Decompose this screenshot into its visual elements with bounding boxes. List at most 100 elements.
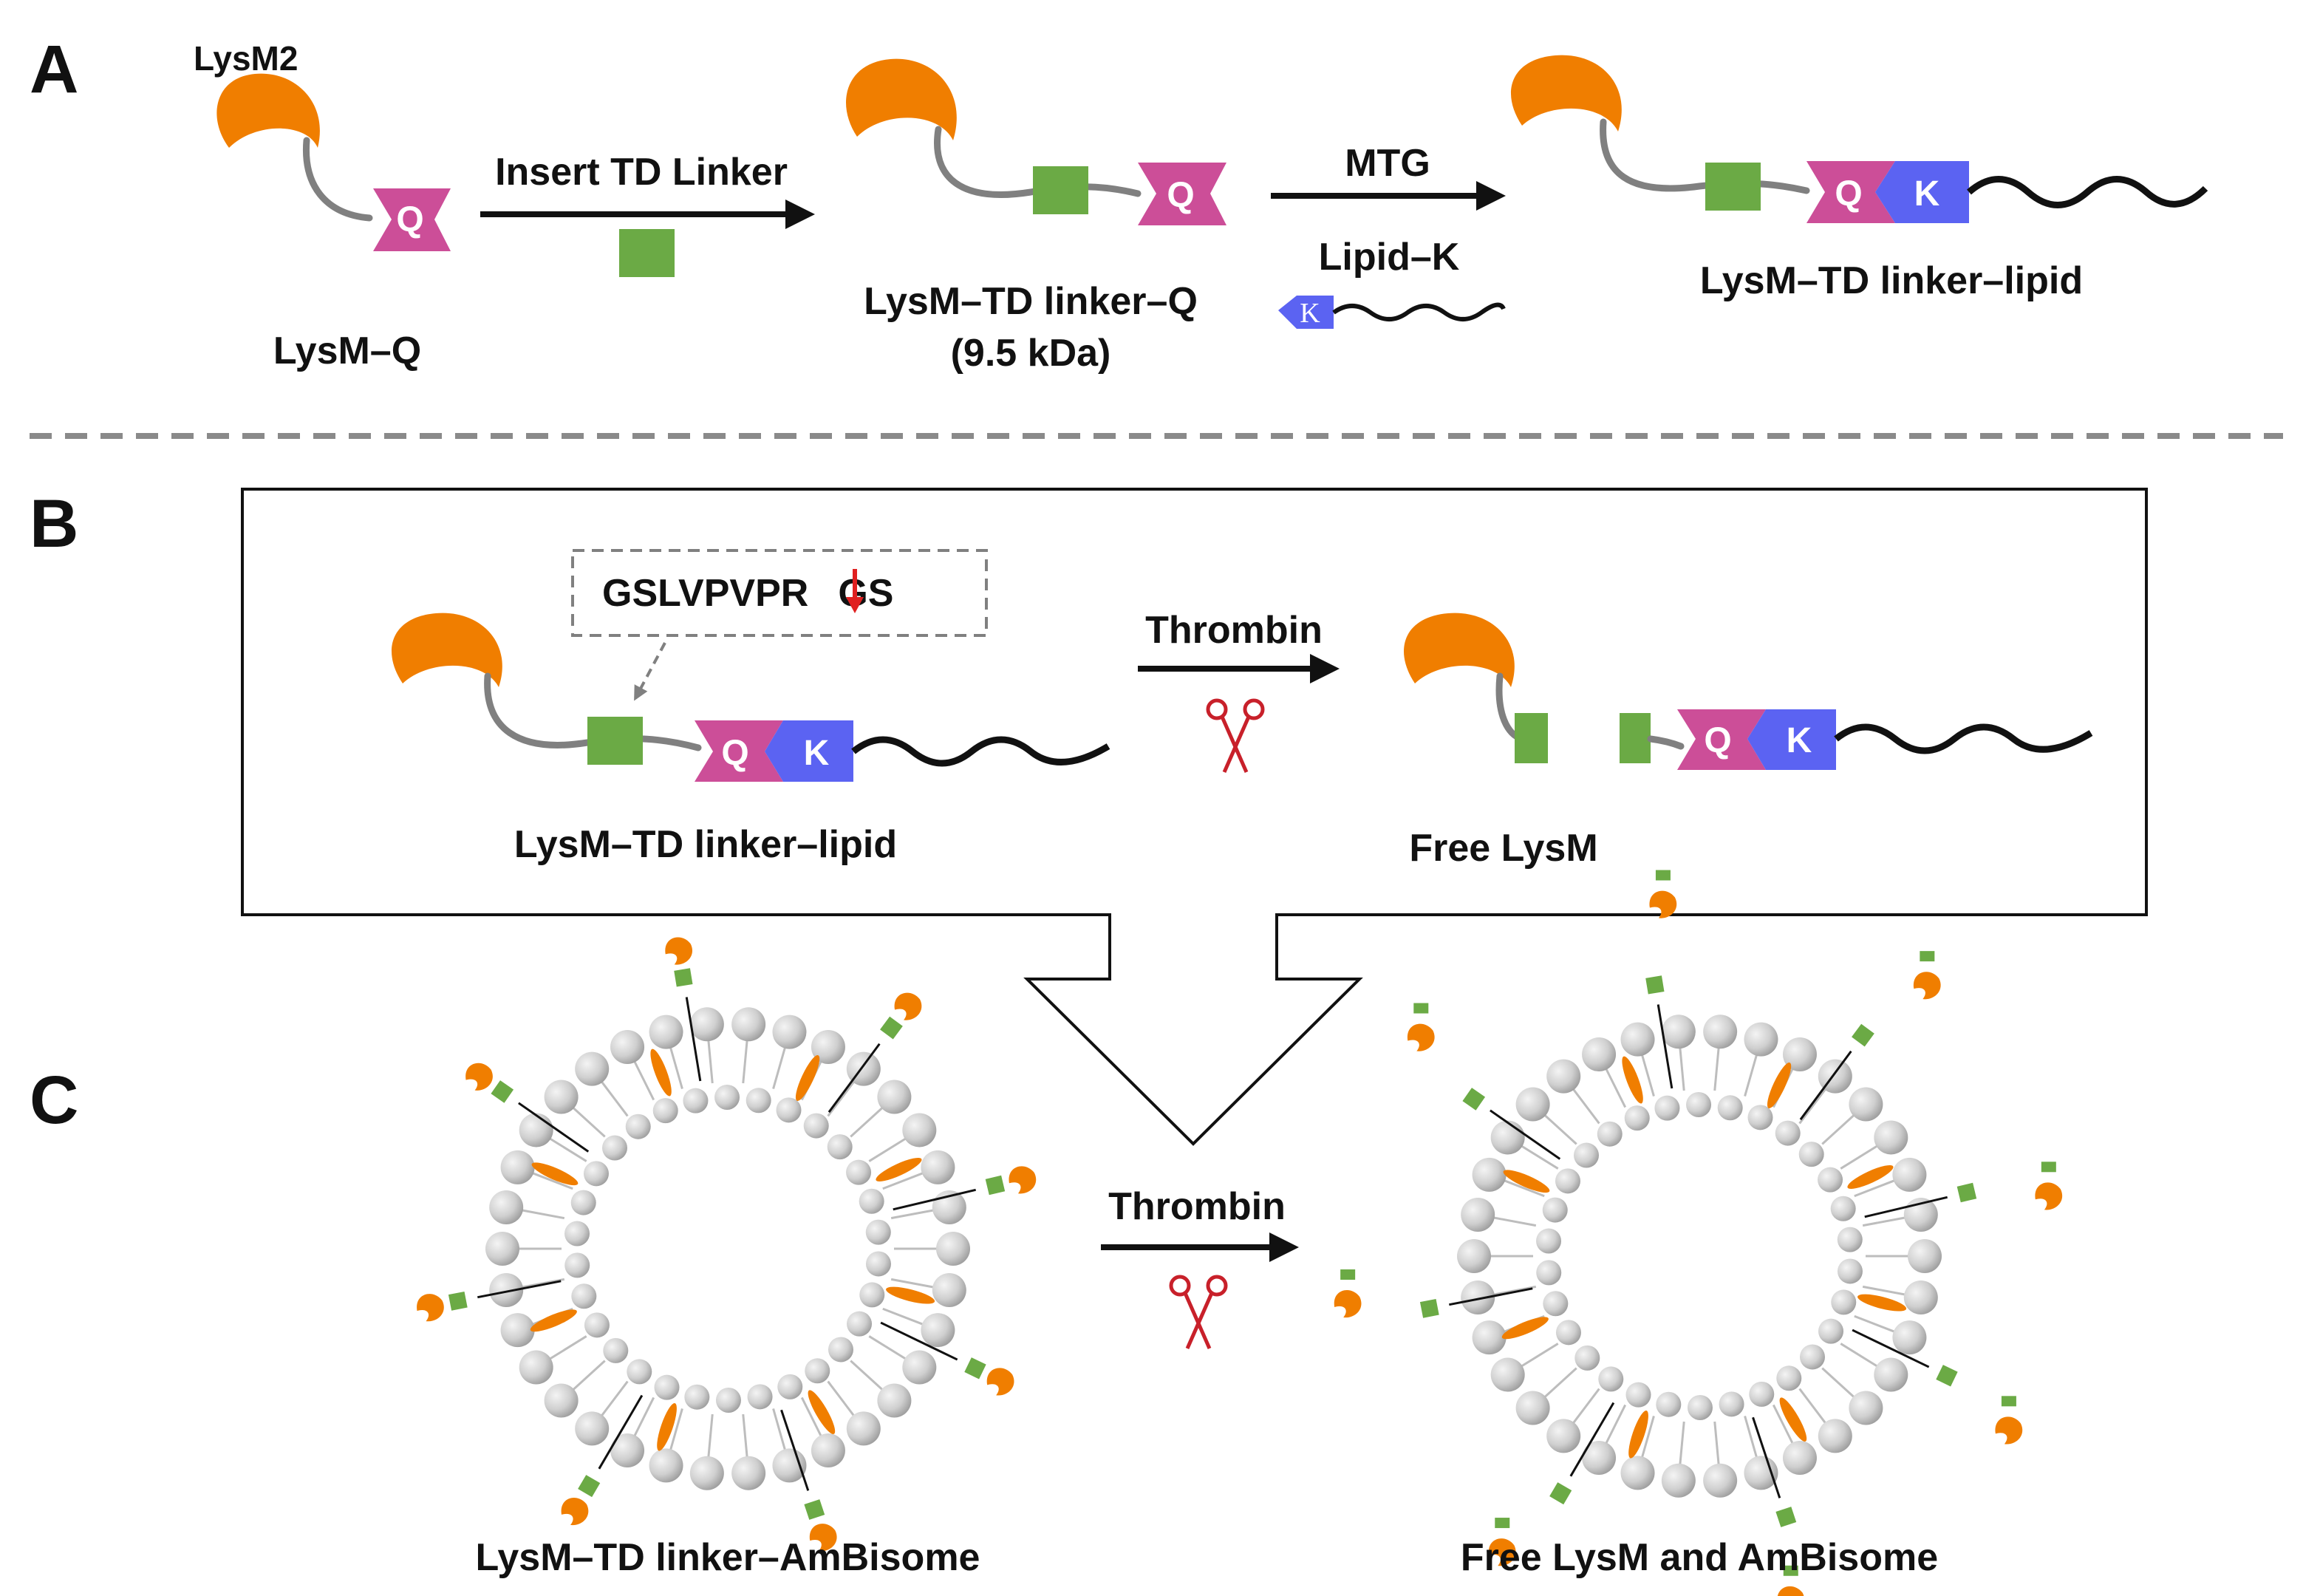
lipid-tail-line bbox=[1798, 1388, 1827, 1425]
inner-lipid-head bbox=[1574, 1345, 1600, 1371]
lysm-q-construct: LysM2 Q LysM–Q bbox=[194, 39, 451, 372]
lipid-tail-line bbox=[890, 1209, 935, 1220]
amphotericin-marker bbox=[1847, 1164, 1894, 1189]
q-tag-label: Q bbox=[721, 734, 748, 773]
peptide-linker bbox=[1600, 118, 1810, 194]
inner-lipid-head bbox=[1624, 1105, 1650, 1131]
lipid-tail-line bbox=[772, 1408, 787, 1452]
inner-lipid-head bbox=[1818, 1167, 1843, 1193]
lipid-tail-line bbox=[520, 1209, 565, 1220]
outer-lipid-head bbox=[1472, 1320, 1507, 1355]
td-linker-block bbox=[619, 229, 675, 277]
amphotericin-marker bbox=[530, 1309, 577, 1332]
inner-lipid-head bbox=[1831, 1289, 1857, 1315]
outer-lipid-head bbox=[1461, 1280, 1495, 1315]
lipid-tail-line bbox=[1744, 1053, 1758, 1097]
lipid-anchor bbox=[598, 1394, 644, 1470]
lipid-anchor bbox=[1569, 1402, 1615, 1477]
lipid-tail-line bbox=[868, 1335, 908, 1361]
lysm-td-linker-q-construct: Q LysM–TD linker–Q (9.5 kDa) bbox=[846, 58, 1226, 375]
thrombin-label-c: Thrombin bbox=[1108, 1185, 1286, 1228]
inner-lipid-head bbox=[1749, 1381, 1775, 1407]
inner-lipid-head bbox=[1654, 1095, 1680, 1121]
inner-lipid-head bbox=[1719, 1391, 1744, 1417]
lysm-domain bbox=[809, 1524, 837, 1552]
lipid-tail-line bbox=[1604, 1404, 1627, 1445]
outer-lipid-head bbox=[1661, 1014, 1696, 1049]
lipid-tail-line bbox=[520, 1278, 565, 1289]
lipid-tail-line bbox=[1862, 1285, 1907, 1296]
outer-lipid-head bbox=[1661, 1463, 1696, 1498]
insert-td-linker-label: Insert TD Linker bbox=[495, 151, 788, 194]
cleavage-arrow-icon bbox=[846, 569, 864, 613]
k-tag bbox=[1747, 709, 1836, 770]
td-linker-block bbox=[674, 968, 693, 987]
inner-lipid-head bbox=[747, 1384, 773, 1410]
lysm-domain bbox=[894, 992, 922, 1020]
inner-lipid-head bbox=[683, 1088, 709, 1114]
lipid-tail-line bbox=[1543, 1113, 1577, 1145]
free-linker-half bbox=[1920, 951, 1935, 962]
outer-lipid-head bbox=[731, 1456, 766, 1490]
lipid-tail-line bbox=[742, 1413, 748, 1459]
panel-c-letter: C bbox=[30, 1063, 78, 1138]
outer-lipid-head bbox=[500, 1150, 535, 1184]
lipid-tail-line bbox=[1519, 1343, 1559, 1368]
lipid-tail-line bbox=[1572, 1087, 1600, 1125]
lysm-domain bbox=[417, 1294, 444, 1322]
scissors-icon bbox=[1169, 1275, 1228, 1350]
mtg-label: MTG bbox=[1345, 142, 1430, 185]
outer-lipid-head bbox=[519, 1350, 553, 1385]
lipid-anchor bbox=[1657, 1004, 1673, 1089]
td-linker-block bbox=[1033, 166, 1088, 214]
lipid-tail-line bbox=[1640, 1416, 1655, 1459]
inner-lipid-head bbox=[1543, 1291, 1569, 1317]
lipid-tail-line bbox=[1821, 1113, 1856, 1145]
free-lysm-domain bbox=[1913, 972, 1941, 1000]
inner-lipid-head bbox=[1536, 1228, 1562, 1254]
lipid-anchor bbox=[1864, 1196, 1948, 1218]
free-lysm-domain bbox=[1407, 1023, 1435, 1051]
lysm-domain bbox=[1404, 613, 1515, 687]
q-tag-label: Q bbox=[396, 200, 423, 239]
lipid-tail-line bbox=[1502, 1179, 1545, 1198]
inner-lipid-head bbox=[652, 1098, 678, 1124]
td-linker-block bbox=[985, 1175, 1006, 1196]
inner-lipid-head bbox=[1555, 1320, 1581, 1346]
lipid-tail-line bbox=[632, 1396, 655, 1438]
peptide-linker bbox=[1647, 735, 1685, 750]
lipid-tail bbox=[1834, 723, 2093, 754]
k-tag-small-label: K bbox=[1300, 298, 1320, 329]
outer-lipid-head bbox=[1849, 1087, 1883, 1122]
outer-lipid-head bbox=[1546, 1059, 1581, 1094]
inner-lipid-head bbox=[570, 1190, 596, 1215]
outer-lipid-head bbox=[575, 1411, 610, 1446]
lipid-tail-line bbox=[1798, 1087, 1827, 1125]
lysm-domain bbox=[665, 937, 693, 965]
td-linker-block bbox=[1645, 975, 1665, 995]
lysm-domain bbox=[846, 58, 957, 140]
k-tag bbox=[765, 720, 853, 782]
lipid-tail-line bbox=[1543, 1367, 1577, 1399]
outer-lipid-head bbox=[921, 1150, 955, 1184]
td-linker-block bbox=[1852, 1023, 1874, 1047]
td-linker-block bbox=[587, 717, 643, 765]
amphotericin-marker bbox=[795, 1055, 820, 1102]
outer-lipid-head bbox=[689, 1456, 724, 1490]
free-linker-half bbox=[1495, 1518, 1510, 1529]
inner-lipid-head bbox=[603, 1337, 629, 1363]
lipid-anchor bbox=[477, 1280, 562, 1299]
free-linker-half bbox=[1655, 870, 1671, 881]
lipid-tail-line bbox=[707, 1413, 714, 1459]
product-label: LysM–TD linker–lipid bbox=[1700, 259, 2083, 302]
outer-lipid-head bbox=[1744, 1456, 1778, 1490]
lipid-tail-line bbox=[571, 1105, 606, 1138]
q-tag-label: Q bbox=[1704, 721, 1731, 760]
lysm-domain bbox=[465, 1063, 493, 1091]
lipid-tail-line bbox=[571, 1360, 606, 1392]
lipid-anchor bbox=[1852, 1329, 1930, 1368]
amphotericin-marker bbox=[808, 1390, 836, 1434]
sequence-post: GS bbox=[838, 572, 893, 615]
td-linker-block bbox=[491, 1080, 514, 1103]
amphotericin-marker bbox=[650, 1048, 672, 1097]
